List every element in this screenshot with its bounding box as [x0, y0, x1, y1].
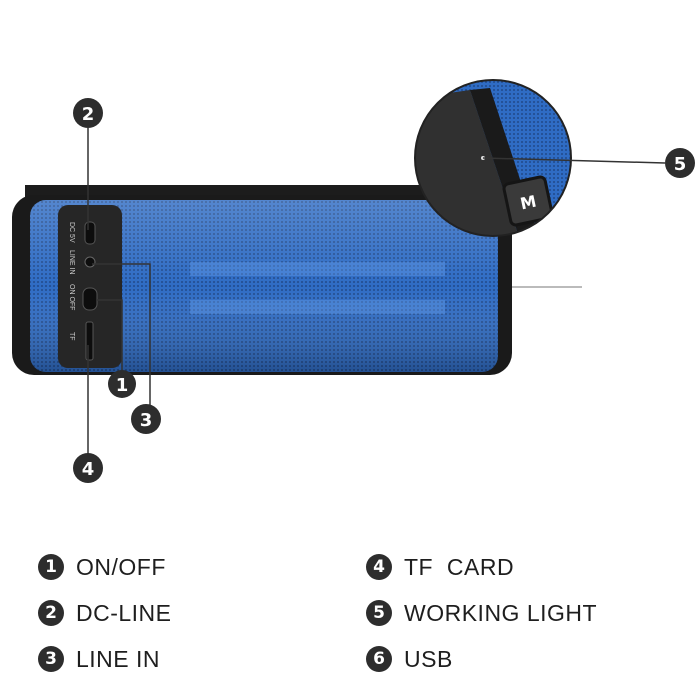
- legend: 1 ON/OFF 2 DC-LINE 3 LINE IN 4 TF CARD 5…: [0, 530, 700, 700]
- legend-number: 3: [38, 646, 64, 672]
- mode-button: [502, 175, 554, 227]
- legend-label: DC-LINE: [76, 599, 172, 626]
- svg-text:4: 4: [82, 459, 95, 480]
- tf-label: TF: [68, 332, 75, 341]
- line-in-jack: [84, 256, 96, 268]
- control-panel: [58, 205, 122, 368]
- tf-slot: [85, 321, 94, 361]
- mode-button-label: M: [519, 192, 539, 214]
- svg-text:2: 2: [82, 104, 95, 125]
- legend-number: 2: [38, 600, 64, 626]
- legend-item-line-in: 3 LINE IN: [38, 644, 160, 674]
- on-off-label: ON OFF: [68, 284, 75, 310]
- leader-lines: [87, 128, 666, 455]
- line-in-label: LINE IN: [68, 250, 75, 275]
- callout-2: 2: [73, 98, 103, 128]
- speaker-driver-pattern: [190, 262, 445, 314]
- svg-text:3: 3: [140, 410, 153, 431]
- callout-3: 3: [131, 404, 161, 434]
- legend-item-usb: 6 USB: [366, 644, 453, 674]
- legend-item-on-off: 1 ON/OFF: [38, 552, 166, 582]
- legend-label: USB: [404, 645, 453, 672]
- legend-number: 1: [38, 554, 64, 580]
- legend-number: 6: [366, 646, 392, 672]
- legend-item-dc-line: 2 DC-LINE: [38, 598, 172, 628]
- callout-4: 4: [73, 453, 103, 483]
- legend-number: 4: [366, 554, 392, 580]
- legend-item-working-light: 5 WORKING LIGHT: [366, 598, 597, 628]
- dc-port: [84, 221, 96, 245]
- callout-5: 5: [665, 148, 695, 178]
- svg-text:5: 5: [674, 154, 687, 175]
- legend-number: 5: [366, 600, 392, 626]
- svg-text:1: 1: [116, 375, 129, 396]
- legend-item-tf-card: 4 TF CARD: [366, 552, 514, 582]
- dc-label: DC 5V: [68, 222, 75, 243]
- callout-1: 1: [108, 370, 136, 398]
- speaker-illustration: DC 5V LINE IN ON OFF TF M 2 1: [12, 79, 695, 483]
- legend-label: WORKING LIGHT: [404, 599, 598, 626]
- on-off-switch: [82, 287, 98, 311]
- legend-label: ON/OFF: [76, 553, 166, 580]
- legend-label: TF CARD: [404, 553, 515, 580]
- legend-label: LINE IN: [76, 645, 161, 672]
